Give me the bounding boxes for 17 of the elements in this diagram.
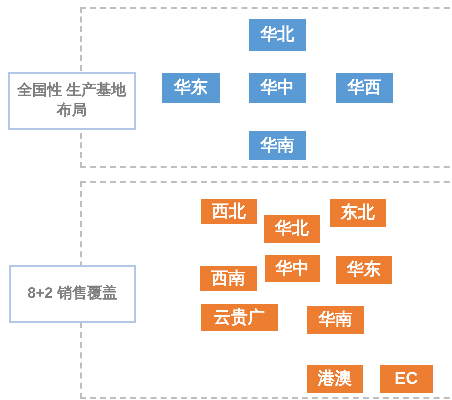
region-box: 华南 bbox=[249, 131, 306, 160]
region-box: 西南 bbox=[200, 266, 257, 291]
region-box: 华东 bbox=[162, 73, 220, 103]
region-box: 西北 bbox=[201, 199, 257, 224]
region-box: 华中 bbox=[249, 73, 306, 103]
region-box: 华东 bbox=[336, 256, 392, 284]
region-box: 云贵广 bbox=[201, 304, 278, 331]
region-box: 华北 bbox=[264, 215, 320, 243]
region-box: 华西 bbox=[336, 73, 393, 103]
region-box: 港澳 bbox=[307, 365, 363, 393]
region-box: 华南 bbox=[307, 306, 364, 334]
region-box: 华北 bbox=[249, 19, 306, 51]
region-box: 华中 bbox=[265, 255, 320, 282]
category-label-box: 全国性 生产基地布局 bbox=[8, 72, 136, 130]
region-box: EC bbox=[380, 365, 433, 393]
region-box: 东北 bbox=[330, 199, 386, 227]
category-label-box: 8+2 销售覆盖 bbox=[9, 265, 136, 323]
